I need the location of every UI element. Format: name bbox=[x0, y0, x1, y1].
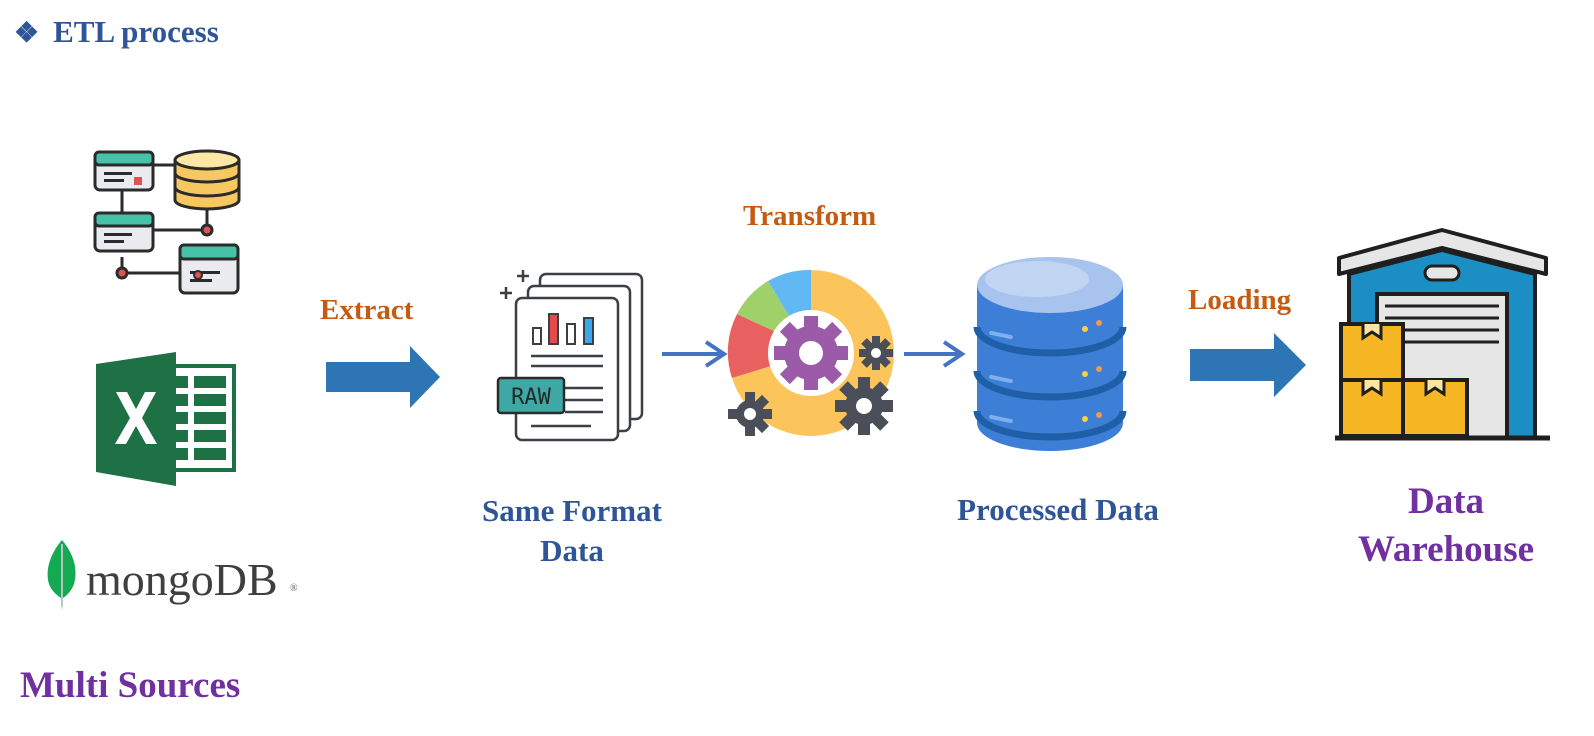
raw-badge: RAW bbox=[511, 385, 551, 410]
transform-label: Transform bbox=[743, 200, 877, 232]
warehouse-line2: Warehouse bbox=[1357, 529, 1535, 570]
page-title: ❖ ETL process bbox=[14, 14, 219, 50]
same-format-data-label: Same Format Data bbox=[462, 491, 682, 571]
excel-icon bbox=[96, 352, 236, 486]
extract-arrow-icon bbox=[326, 346, 440, 408]
same-format-line1: Same Format bbox=[482, 493, 662, 528]
mongodb-leaf-icon bbox=[47, 540, 76, 610]
multi-sources-label: Multi Sources bbox=[20, 665, 241, 706]
warehouse-icon bbox=[1335, 228, 1550, 441]
mongodb-wordmark: mongoDB bbox=[86, 554, 278, 605]
arrow-to-processed-icon bbox=[904, 340, 966, 368]
transform-gears-icon bbox=[727, 269, 894, 436]
extract-label: Extract bbox=[320, 294, 414, 326]
processed-database-icon bbox=[973, 257, 1127, 451]
raw-documents-icon: RAW bbox=[496, 270, 644, 442]
diamond-bullet-icon: ❖ bbox=[14, 18, 40, 49]
arrow-to-transform-icon bbox=[662, 340, 728, 368]
data-warehouse-label: Data Warehouse bbox=[1340, 478, 1552, 574]
page-title-text: ETL process bbox=[53, 14, 219, 49]
loading-arrow-icon bbox=[1190, 333, 1306, 397]
same-format-line2: Data bbox=[540, 533, 604, 568]
server-network-icon bbox=[93, 149, 241, 295]
warehouse-line1: Data bbox=[1407, 481, 1485, 522]
registered-mark: ® bbox=[290, 583, 298, 594]
loading-label: Loading bbox=[1188, 284, 1292, 316]
processed-data-label: Processed Data bbox=[957, 492, 1159, 527]
